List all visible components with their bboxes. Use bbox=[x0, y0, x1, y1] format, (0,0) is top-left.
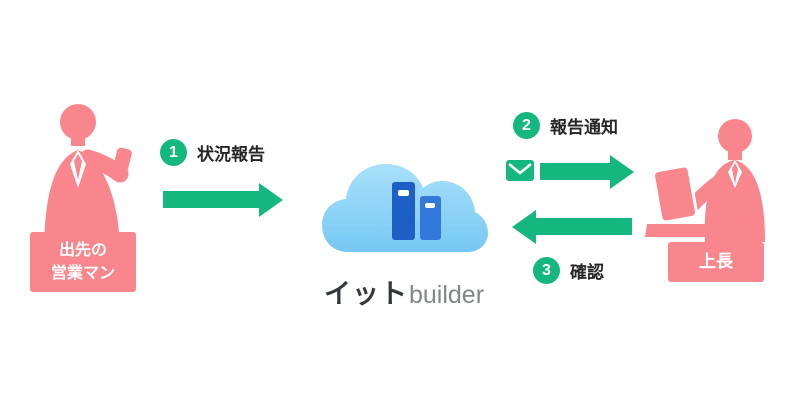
step-2-badge: 2 bbox=[513, 112, 540, 139]
step-2-label: 報告通知 bbox=[550, 118, 618, 137]
salesman-label: 出先の 営業マン bbox=[30, 232, 136, 292]
step-3-label: 確認 bbox=[570, 263, 604, 282]
step-2: 2 報告通知 bbox=[513, 112, 618, 139]
boss-icon bbox=[645, 119, 765, 242]
brand-logo: イット builder bbox=[318, 272, 490, 311]
salesman-label-line1: 出先の bbox=[58, 241, 107, 259]
step-3-badge: 3 bbox=[533, 257, 560, 284]
arrow-step1-right-icon bbox=[163, 191, 259, 208]
step-1-badge: 1 bbox=[160, 139, 187, 166]
arrow-step3-left-icon bbox=[536, 218, 632, 235]
brand-name-en: builder bbox=[408, 281, 485, 309]
boss-label-text: 上長 bbox=[699, 251, 733, 271]
step-1: 1 状況報告 bbox=[160, 139, 265, 166]
brand-name-jp: イット bbox=[323, 279, 408, 309]
server-binders-icon bbox=[392, 182, 441, 240]
boss-label: 上長 bbox=[668, 242, 764, 282]
envelope-icon bbox=[506, 160, 534, 181]
step-3: 3 確認 bbox=[533, 257, 604, 284]
salesman-icon bbox=[44, 104, 132, 256]
step-1-label: 状況報告 bbox=[197, 145, 265, 164]
cloud-icon bbox=[322, 164, 488, 252]
arrow-step2-right-icon bbox=[540, 163, 610, 180]
salesman-label-line2: 営業マン bbox=[50, 265, 115, 282]
